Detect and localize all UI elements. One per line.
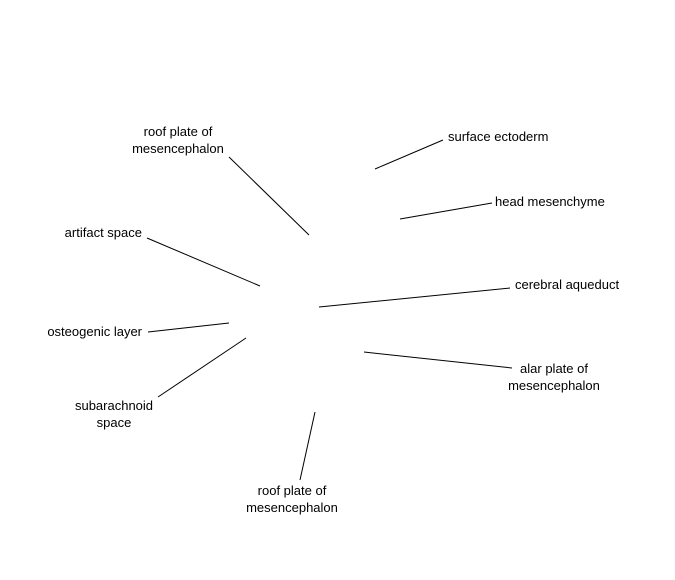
label-roof-plate-bottom: roof plate of mesencephalon	[232, 482, 352, 516]
label-line: mesencephalon	[508, 378, 600, 393]
label-osteogenic-layer: osteogenic layer	[2, 323, 142, 340]
label-line: roof plate of	[257, 483, 327, 498]
label-line: roof plate of	[143, 124, 213, 139]
label-line: mesencephalon	[132, 141, 224, 156]
label-line: subarachnoid	[74, 398, 154, 413]
leader-line-roof-plate-bottom	[299, 411, 316, 481]
leader-line-artifact-space	[146, 237, 261, 287]
label-head-mesenchyme: head mesenchyme	[495, 193, 605, 210]
label-line: mesencephalon	[246, 500, 338, 515]
label-line: head mesenchyme	[495, 194, 605, 209]
leader-line-cerebral-aqueduct	[318, 287, 511, 308]
leader-line-subarachnoid-space	[157, 337, 247, 398]
leader-line-alar-plate	[363, 351, 513, 369]
leader-line-osteogenic-layer	[147, 322, 230, 333]
label-alar-plate: alar plate of mesencephalon	[494, 360, 614, 394]
leader-line-surface-ectoderm	[374, 139, 444, 170]
label-cerebral-aqueduct: cerebral aqueduct	[515, 276, 619, 293]
label-subarachnoid-space: subarachnoid space	[54, 397, 174, 431]
label-surface-ectoderm: surface ectoderm	[448, 128, 548, 145]
label-roof-plate-top: roof plate of mesencephalon	[118, 123, 238, 157]
leader-line-head-mesenchyme	[399, 202, 493, 220]
label-artifact-space: artifact space	[22, 224, 142, 241]
label-line: osteogenic layer	[47, 324, 142, 339]
label-line: artifact space	[64, 225, 142, 240]
label-line: cerebral aqueduct	[515, 277, 620, 292]
label-line: surface ectoderm	[448, 129, 549, 144]
leader-line-roof-plate-top	[228, 156, 310, 236]
label-line: alar plate of	[520, 361, 588, 376]
label-line: space	[96, 415, 132, 430]
